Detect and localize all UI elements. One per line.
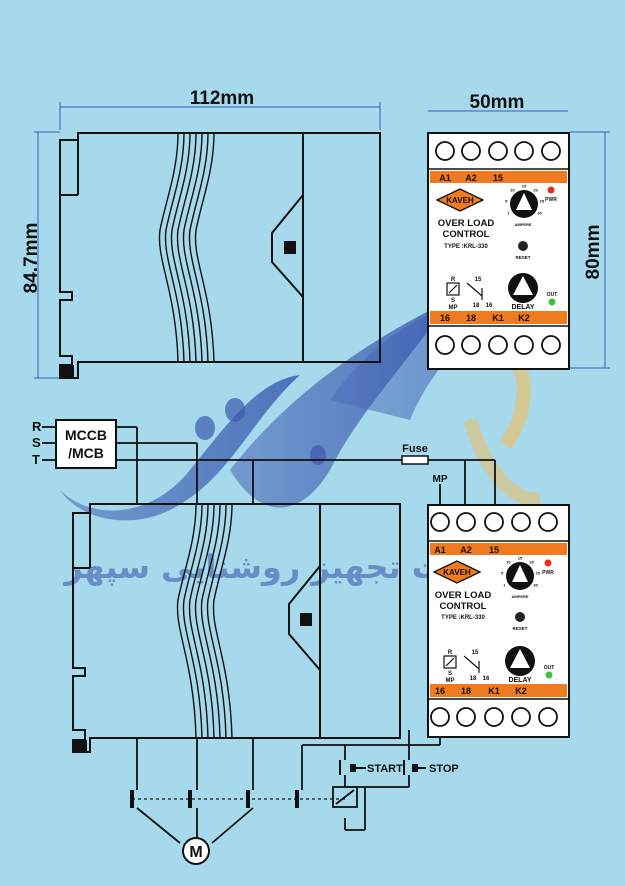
bottom-relay-dial-tick-20: 20	[529, 560, 534, 565]
bottom-relay-module: A1 A2 15 16 18 K1 K2 KAVEH OVER LOAD CON…	[427, 504, 570, 738]
top-relay-term-k1: K1	[492, 313, 504, 323]
top-relay-term-18: 18	[466, 313, 476, 323]
top-relay-term-a2: A2	[465, 173, 477, 183]
bottom-relay-term-18: 18	[461, 686, 471, 696]
bottom-relay-dial-tick-30: 30	[533, 583, 538, 588]
bottom-side-view	[72, 503, 401, 753]
motor-label: M	[189, 844, 202, 861]
bottom-relay-pwr-led	[544, 559, 552, 567]
bottom-relay-term-k2: K2	[515, 686, 527, 696]
top-relay-contact-15: 15	[475, 277, 482, 283]
bottom-relay-term-a1: A1	[434, 545, 446, 555]
top-relay-out-label: OUT	[547, 292, 558, 298]
bottom-relay-out-led	[545, 671, 553, 679]
bottom-relay-term-k1: K1	[488, 686, 500, 696]
stop-pushbutton[interactable]	[412, 764, 418, 772]
bottom-relay-term-16: 16	[435, 686, 445, 696]
width-dimension-label: 112mm	[190, 88, 254, 109]
bottom-relay-title-2: CONTROL	[440, 601, 487, 612]
top-relay-contact-18: 18	[473, 303, 480, 309]
top-relay-pwr-label: PWR	[545, 197, 557, 203]
top-relay-contact-16: 16	[486, 303, 493, 309]
bottom-relay-contact-r: R	[448, 650, 453, 656]
bottom-relay-ampere-label: AMPERE	[511, 594, 528, 599]
module-height-label: 80mm	[583, 225, 604, 280]
top-relay-term-16: 16	[440, 313, 450, 323]
bottom-relay-dial-tick-15: 15	[518, 556, 523, 561]
bottom-side-view-curves	[176, 503, 233, 739]
contactor-coil	[332, 786, 358, 808]
top-relay-dial-tick-10: 10	[510, 188, 515, 193]
top-relay-dial-tick-20: 20	[533, 188, 538, 193]
breaker-label-1: MCCB	[65, 427, 107, 443]
bottom-relay-contact-symbol	[443, 655, 480, 673]
phase-s-label: S	[32, 435, 41, 450]
top-side-view-clip	[60, 365, 74, 378]
bottom-side-view-notch	[300, 613, 312, 626]
top-relay-contact-symbol	[446, 282, 483, 300]
top-relay-contact-r: R	[451, 277, 456, 283]
fuse-label: Fuse	[402, 443, 428, 455]
pushbutton-contacts	[339, 760, 426, 775]
bottom-relay-dial-tick-1: 1	[503, 583, 506, 588]
bottom-relay-delay-label: DELAY	[508, 677, 531, 684]
start-label: START	[367, 763, 403, 775]
mp-label: MP	[433, 474, 448, 485]
bottom-relay-contact-15: 15	[472, 650, 479, 656]
bottom-relay-type: TYPE :KRL-330	[441, 615, 485, 621]
top-relay-dial-tick-1: 1	[507, 211, 510, 216]
bottom-relay-pwr-label: PWR	[542, 570, 554, 576]
top-relay-reset-label: RESET	[515, 255, 530, 260]
top-relay-out-led	[548, 298, 556, 306]
bottom-relay-brand: KAVEH	[443, 568, 471, 577]
module-width-label: 50mm	[470, 92, 525, 113]
breaker-box	[55, 419, 117, 469]
top-relay-delay-label: DELAY	[511, 304, 534, 311]
motor-symbol	[182, 837, 210, 865]
top-relay-type: TYPE :KRL-330	[444, 244, 488, 250]
bottom-relay-contact-mp: MP	[446, 678, 455, 684]
top-relay-contact-s: S	[451, 298, 455, 304]
top-relay-pwr-led	[547, 186, 555, 194]
top-side-view-curves	[158, 132, 215, 363]
top-relay-term-a1: A1	[439, 173, 451, 183]
top-relay-term-k2: K2	[518, 313, 530, 323]
top-relay-reset-button[interactable]	[518, 241, 528, 251]
bottom-relay-reset-label: RESET	[512, 626, 527, 631]
top-relay-contact-mp: MP	[449, 305, 458, 311]
breaker-label-2: /MCB	[68, 445, 104, 461]
bottom-relay-out-label: OUT	[544, 665, 555, 671]
bottom-relay-title-1: OVER LOAD	[435, 590, 492, 601]
bottom-relay-dial-tick-10: 10	[506, 560, 511, 565]
bottom-relay-dial-tick-25: 25	[535, 570, 540, 575]
top-relay-brand: KAVEH	[446, 196, 474, 205]
bottom-relay-contact-s: S	[448, 671, 452, 677]
top-relay-module: A1 A2 15 16 18 K1 K2 KAVEH OVER LOAD CON…	[427, 110, 610, 370]
bottom-relay-term-a2: A2	[460, 545, 472, 555]
top-relay-title-2: CONTROL	[443, 229, 490, 240]
bottom-relay-contact-16: 16	[483, 676, 490, 682]
wiring-lines	[42, 426, 496, 844]
start-pushbutton[interactable]	[350, 764, 356, 772]
top-relay-dial-tick-15: 15	[522, 184, 527, 189]
top-relay-dial-tick-30: 30	[537, 211, 542, 216]
bottom-relay-dial-tick-5: 5	[501, 570, 504, 575]
fuse-symbol	[401, 455, 429, 465]
phase-r-label: R	[32, 419, 42, 434]
top-relay-dial-tick-5: 5	[505, 198, 508, 203]
bottom-relay-reset-button[interactable]	[515, 612, 525, 622]
height-dimension-label: 84.7mm	[21, 223, 42, 294]
top-relay-term-15: 15	[493, 173, 503, 183]
top-relay-ampere-label: AMPERE	[514, 222, 531, 227]
bottom-relay-contact-18: 18	[470, 676, 477, 682]
top-side-view-notch	[284, 241, 296, 254]
bottom-side-view-clip	[73, 740, 87, 752]
top-relay-dial-tick-25: 25	[539, 198, 544, 203]
phase-t-label: T	[32, 452, 40, 467]
stop-label: STOP	[429, 763, 459, 775]
bottom-relay-term-15: 15	[489, 545, 499, 555]
top-relay-title-1: OVER LOAD	[438, 218, 495, 229]
